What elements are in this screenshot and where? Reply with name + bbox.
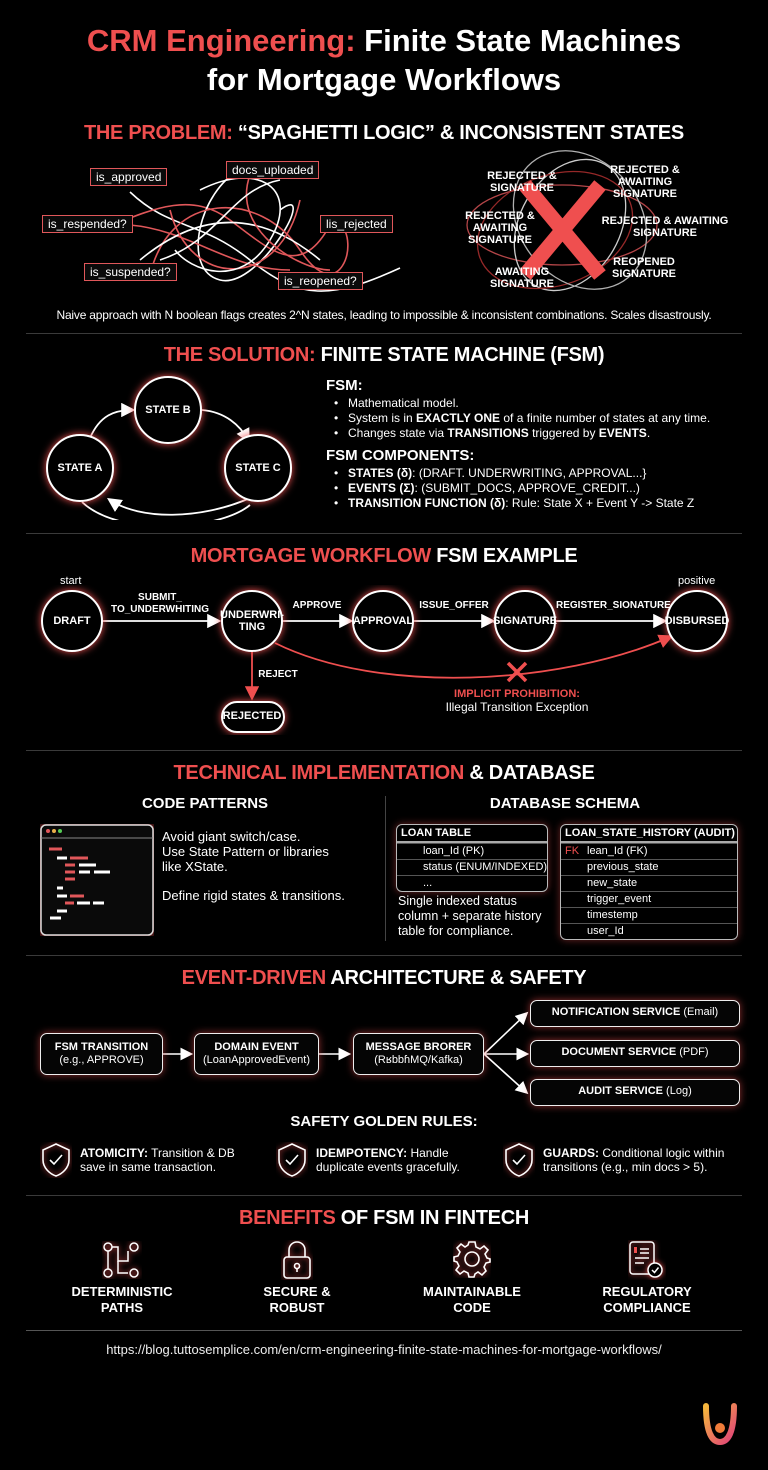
code-patterns-title: CODE PATTERNS xyxy=(141,795,269,812)
divider xyxy=(26,533,742,534)
table-row: ... xyxy=(397,875,547,891)
mortgage-fsm-diagram xyxy=(41,590,728,733)
divider xyxy=(26,333,742,334)
benefit-label: REGULATORY COMPLIANCE xyxy=(602,1284,692,1315)
flag-label: is_suspended? xyxy=(84,263,177,281)
flag-label: lis_rejected xyxy=(320,215,393,233)
event-approve: APPROVE xyxy=(292,600,342,611)
shield-check-icon xyxy=(278,1143,306,1177)
event-reject: REJECT xyxy=(258,669,298,680)
benefit-label: MAINTAINABLE CODE xyxy=(423,1284,521,1315)
code-window-icon xyxy=(40,824,154,936)
divider xyxy=(26,955,742,956)
end-label: positive xyxy=(678,575,716,587)
benefits-heading: BENEFITS OF FSM IN FINTECH xyxy=(239,1207,529,1229)
flow-step: DOMAIN EVENT(LoanApprovedEvent) xyxy=(194,1033,319,1075)
state-rejected: REJECTED xyxy=(222,710,282,722)
benefit-label: DETERMINISTIC PATHS xyxy=(71,1284,173,1315)
fsm-definition: FSM: Mathematical model. System is in EX… xyxy=(326,377,766,511)
start-label: start xyxy=(60,575,82,587)
lock-icon xyxy=(283,1241,311,1279)
table-row: new_state xyxy=(561,875,737,891)
x-mark xyxy=(519,180,606,280)
rule-idempotency: IDEMPOTENCY: Handle duplicate events gra… xyxy=(316,1146,460,1174)
shield-check-icon xyxy=(42,1143,70,1177)
divider xyxy=(26,750,742,751)
flag-label: is_reopened? xyxy=(278,272,363,290)
benefit-label: SECURE & ROBUST xyxy=(263,1284,331,1315)
combo-label: REJECTED & AWAITING SIGNATURE xyxy=(610,164,680,200)
fsm-point: Changes state via TRANSITIONS triggered … xyxy=(326,426,766,441)
table-row: status (ENUM/INDEXED) xyxy=(397,859,547,875)
combo-label: REOPENED SIGNATURE xyxy=(612,256,676,280)
state-b: STATE B xyxy=(145,404,191,416)
fsm-generic-diagram xyxy=(46,376,292,520)
divider xyxy=(26,1195,742,1196)
event-heading: EVENT-DRIVEN ARCHITECTURE & SAFETY xyxy=(181,967,587,989)
db-note: Single indexed status column + separate … xyxy=(398,894,542,938)
fsm-point: System is in EXACTLY ONE of a finite num… xyxy=(326,411,766,426)
divider xyxy=(385,796,386,941)
state-signature: SIGNATURE xyxy=(493,615,557,627)
flow-step: FSM TRANSITION(e.g., APPROVE) xyxy=(40,1033,163,1075)
source-url-link[interactable]: https://blog.tuttosemplice.com/en/crm-en… xyxy=(106,1342,662,1357)
brand-logo xyxy=(703,1403,737,1446)
event-issue-offer: ISSUE_OFFER xyxy=(419,600,489,611)
code-text: Avoid giant switch/case. Use State Patte… xyxy=(162,829,329,874)
code-text-2: Define rigid states & transitions. xyxy=(162,888,345,903)
problem-caption: Naive approach with N boolean flags crea… xyxy=(56,308,712,322)
fsm-component: EVENTS (Σ): (SUBMIT_DOCS, APPROVE_CREDIT… xyxy=(326,481,766,496)
fsm-point: Mathematical model. xyxy=(326,396,766,411)
implicit-prohibition: IMPLICIT PROHIBITION: Illegal Transition… xyxy=(445,688,589,714)
table-row: trigger_event xyxy=(561,891,737,907)
db-schema-title: DATABASE SCHEMA xyxy=(489,795,641,812)
combo-label: REJECTED & SIGNATURE xyxy=(487,170,557,194)
event-register-signature: REGISTER_SIONATURE xyxy=(556,600,671,611)
state-underwriting: UNDERWRI- TING xyxy=(220,609,284,633)
safety-rules-title: SAFETY GOLDEN RULES: xyxy=(290,1113,478,1130)
state-draft: DRAFT xyxy=(53,615,91,627)
state-a: STATE A xyxy=(57,462,103,474)
problem-heading: THE PROBLEM: “SPAGHETTI LOGIC” & INCONSI… xyxy=(84,122,684,144)
event-flow-arrows xyxy=(163,1011,530,1095)
mortgage-heading: MORTGAGE WORKFLOW FSM EXAMPLE xyxy=(190,545,578,567)
combo-label: REJECTED & AWAITING SIGNATURE xyxy=(601,215,729,239)
page-title: CRM Engineering: Finite State Machines xyxy=(86,23,682,58)
shield-check-icon xyxy=(505,1143,533,1177)
table-row: loan_Id (PK) xyxy=(397,843,547,859)
combo-label: AWAITING SIGNATURE xyxy=(490,266,554,290)
spaghetti-diagram xyxy=(99,150,658,292)
page-title-line2: for Mortgage Workflows xyxy=(206,62,562,97)
gear-icon xyxy=(453,1241,491,1278)
table-row: user_Id xyxy=(561,923,737,939)
rule-guards: GUARDS: Conditional logic within transit… xyxy=(543,1146,725,1174)
flow-step: MESSAGE BRORER(RʁbbɦMQ/Kafka) xyxy=(353,1033,484,1075)
loan-table: LOAN TABLE loan_Id (PK) status (ENUM/IND… xyxy=(396,824,548,892)
state-c: STATE C xyxy=(235,462,281,474)
table-row: previous_state xyxy=(561,859,737,875)
tech-heading: TECHNICAL IMPLEMENTATION & DATABASE xyxy=(173,762,595,784)
flag-label: is_approved xyxy=(90,168,168,186)
state-approval: APPROVAL xyxy=(352,615,414,627)
divider xyxy=(26,1330,742,1331)
fsm-component: TRANSITION FUNCTION (δ): Rule: State X +… xyxy=(326,496,766,511)
table-row: timestemp xyxy=(561,907,737,923)
event-submit: SUBMIT_ TO_UNDERWHITING xyxy=(111,592,209,615)
solution-heading: THE SOLUTION: FINITE STATE MACHINE (FSM) xyxy=(163,344,605,366)
flow-path-icon xyxy=(103,1242,139,1278)
combo-label: REJECTED & AWAITING SIGNATURE xyxy=(465,210,535,246)
flag-label: docs_uploaded xyxy=(226,161,320,179)
rule-atomicity: ATOMICITY: Transition & DB save in same … xyxy=(80,1146,235,1174)
service-box: NOTIFICATION SERVICE (Email) xyxy=(530,1000,740,1027)
fsm-component: STATES (δ): (DRAFT. UNDERWRITING, APPROV… xyxy=(326,466,766,481)
flag-label: is_respended? xyxy=(42,215,133,233)
state-disbursed: DISBURSED xyxy=(664,615,730,627)
service-box: AUDIT SERVICE (Log) xyxy=(530,1079,740,1106)
document-check-icon xyxy=(629,1241,663,1278)
service-box: DOCUMENT SERVICE (PDF) xyxy=(530,1040,740,1067)
